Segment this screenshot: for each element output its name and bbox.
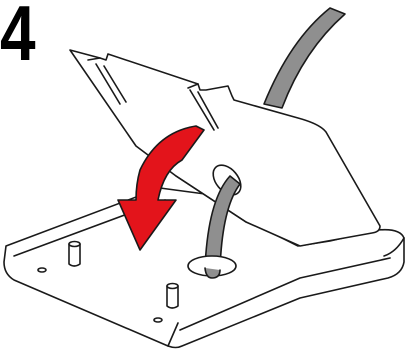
mounting-post-left [69, 242, 80, 267]
mounting-post-right [167, 284, 178, 309]
